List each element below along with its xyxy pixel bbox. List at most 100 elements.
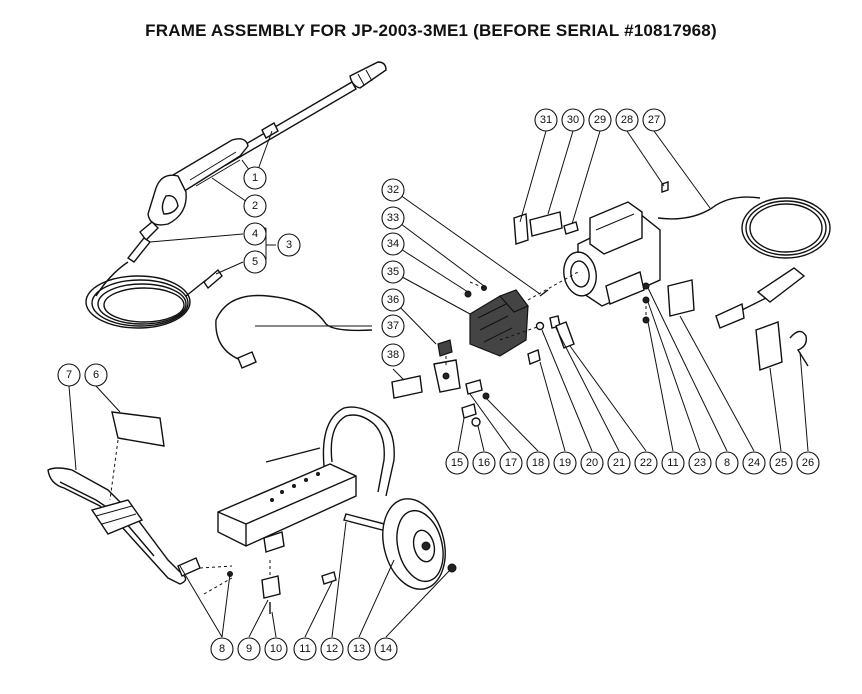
- callout-label: 23: [694, 457, 706, 469]
- callout: 7: [57, 363, 81, 387]
- callout: 9: [237, 637, 261, 661]
- callout: 18: [526, 451, 550, 475]
- callout: 30: [561, 108, 585, 132]
- callout: 6: [84, 363, 108, 387]
- callout: 11: [293, 637, 317, 661]
- cart-frame: [217, 406, 395, 553]
- wheel: [382, 498, 446, 590]
- pump: [464, 285, 549, 357]
- callout-label: 33: [387, 212, 399, 224]
- callout-label: 10: [270, 643, 282, 655]
- callout-label: 37: [387, 320, 399, 332]
- callout-label: 36: [387, 294, 399, 306]
- callout-label: 2: [252, 200, 258, 212]
- callout: 3: [277, 233, 301, 257]
- callout-label: 11: [299, 643, 310, 655]
- callout-label: 26: [802, 457, 814, 469]
- callout-label: 5: [252, 256, 258, 268]
- callout-label: 18: [532, 457, 544, 469]
- callout-label: 31: [540, 114, 552, 126]
- callout-label: 16: [478, 457, 490, 469]
- callout: 32: [381, 178, 405, 202]
- callout: 36: [381, 288, 405, 312]
- callout: 20: [580, 451, 604, 475]
- callout: 25: [769, 451, 793, 475]
- callout-label: 17: [505, 457, 517, 469]
- inlet-hose: [215, 294, 373, 369]
- callout-label: 7: [66, 369, 72, 381]
- callout: 22: [634, 451, 658, 475]
- callout: 31: [534, 108, 558, 132]
- callout-label: 11: [667, 457, 678, 469]
- motor: [563, 181, 669, 324]
- callout: 2: [243, 194, 267, 218]
- callout: 24: [742, 451, 766, 475]
- callout-label: 4: [252, 228, 258, 240]
- callout-label: 13: [353, 643, 365, 655]
- callout-label: 8: [724, 457, 730, 469]
- callout: 15: [445, 451, 469, 475]
- callout: 28: [615, 108, 639, 132]
- callout-label: 22: [640, 457, 652, 469]
- callout: 33: [381, 206, 405, 230]
- callout-label: 6: [93, 369, 99, 381]
- decal-29: [563, 221, 579, 235]
- callout: 21: [607, 451, 631, 475]
- callout-label: 19: [559, 457, 571, 469]
- decal-30: [529, 211, 563, 237]
- decal-6: [111, 411, 165, 447]
- page-title: FRAME ASSEMBLY FOR JP-2003-3ME1 (BEFORE …: [145, 21, 717, 40]
- callout: 4: [243, 222, 267, 246]
- spray-lance: [221, 61, 387, 166]
- callout: 11: [661, 451, 685, 475]
- callout: 16: [472, 451, 496, 475]
- callout-label: 25: [775, 457, 787, 469]
- callout-label: 24: [748, 457, 760, 469]
- callout: 10: [264, 637, 288, 661]
- callout-label: 8: [219, 643, 225, 655]
- callout-label: 28: [621, 114, 633, 126]
- leader-lines: [68, 130, 809, 638]
- trigger-gun: [139, 138, 249, 242]
- frame-foot: [227, 571, 337, 614]
- callout: 37: [381, 314, 405, 338]
- decal-24: [667, 279, 695, 317]
- callout-label: 30: [567, 114, 579, 126]
- callout-label: 35: [387, 266, 399, 278]
- callout: 34: [381, 232, 405, 256]
- callout: 12: [320, 637, 344, 661]
- callout: 35: [381, 260, 405, 284]
- callout-label: 9: [246, 643, 252, 655]
- callout-label: 38: [387, 349, 399, 361]
- high-pressure-hose: [85, 237, 223, 329]
- callout-label: 32: [387, 184, 399, 196]
- callout: 1: [243, 166, 267, 190]
- callout: 26: [796, 451, 820, 475]
- callout: 5: [243, 250, 267, 274]
- pump-fittings: [461, 315, 575, 427]
- decal-38: [391, 375, 423, 399]
- unloader-valve: [433, 339, 461, 393]
- callout: 27: [642, 108, 666, 132]
- callout-label: 34: [387, 238, 399, 250]
- callout-label: 3: [286, 239, 292, 251]
- callout: 8: [715, 451, 739, 475]
- callout: 14: [374, 637, 398, 661]
- callout-label: 27: [648, 114, 660, 126]
- callout: 13: [347, 637, 371, 661]
- callout-label: 1: [252, 172, 258, 184]
- callout-label: 29: [594, 114, 606, 126]
- callout: 19: [553, 451, 577, 475]
- handle-frame: [47, 467, 233, 585]
- callout: 29: [588, 108, 612, 132]
- power-cord: [657, 196, 831, 329]
- callout-label: 15: [451, 457, 463, 469]
- callout-label: 21: [613, 457, 625, 469]
- callout-label: 14: [380, 643, 392, 655]
- cable-tie: [789, 330, 809, 367]
- callout-label: 20: [586, 457, 598, 469]
- callout: 17: [499, 451, 523, 475]
- callout-label: 12: [326, 643, 338, 655]
- callout: 8: [210, 637, 234, 661]
